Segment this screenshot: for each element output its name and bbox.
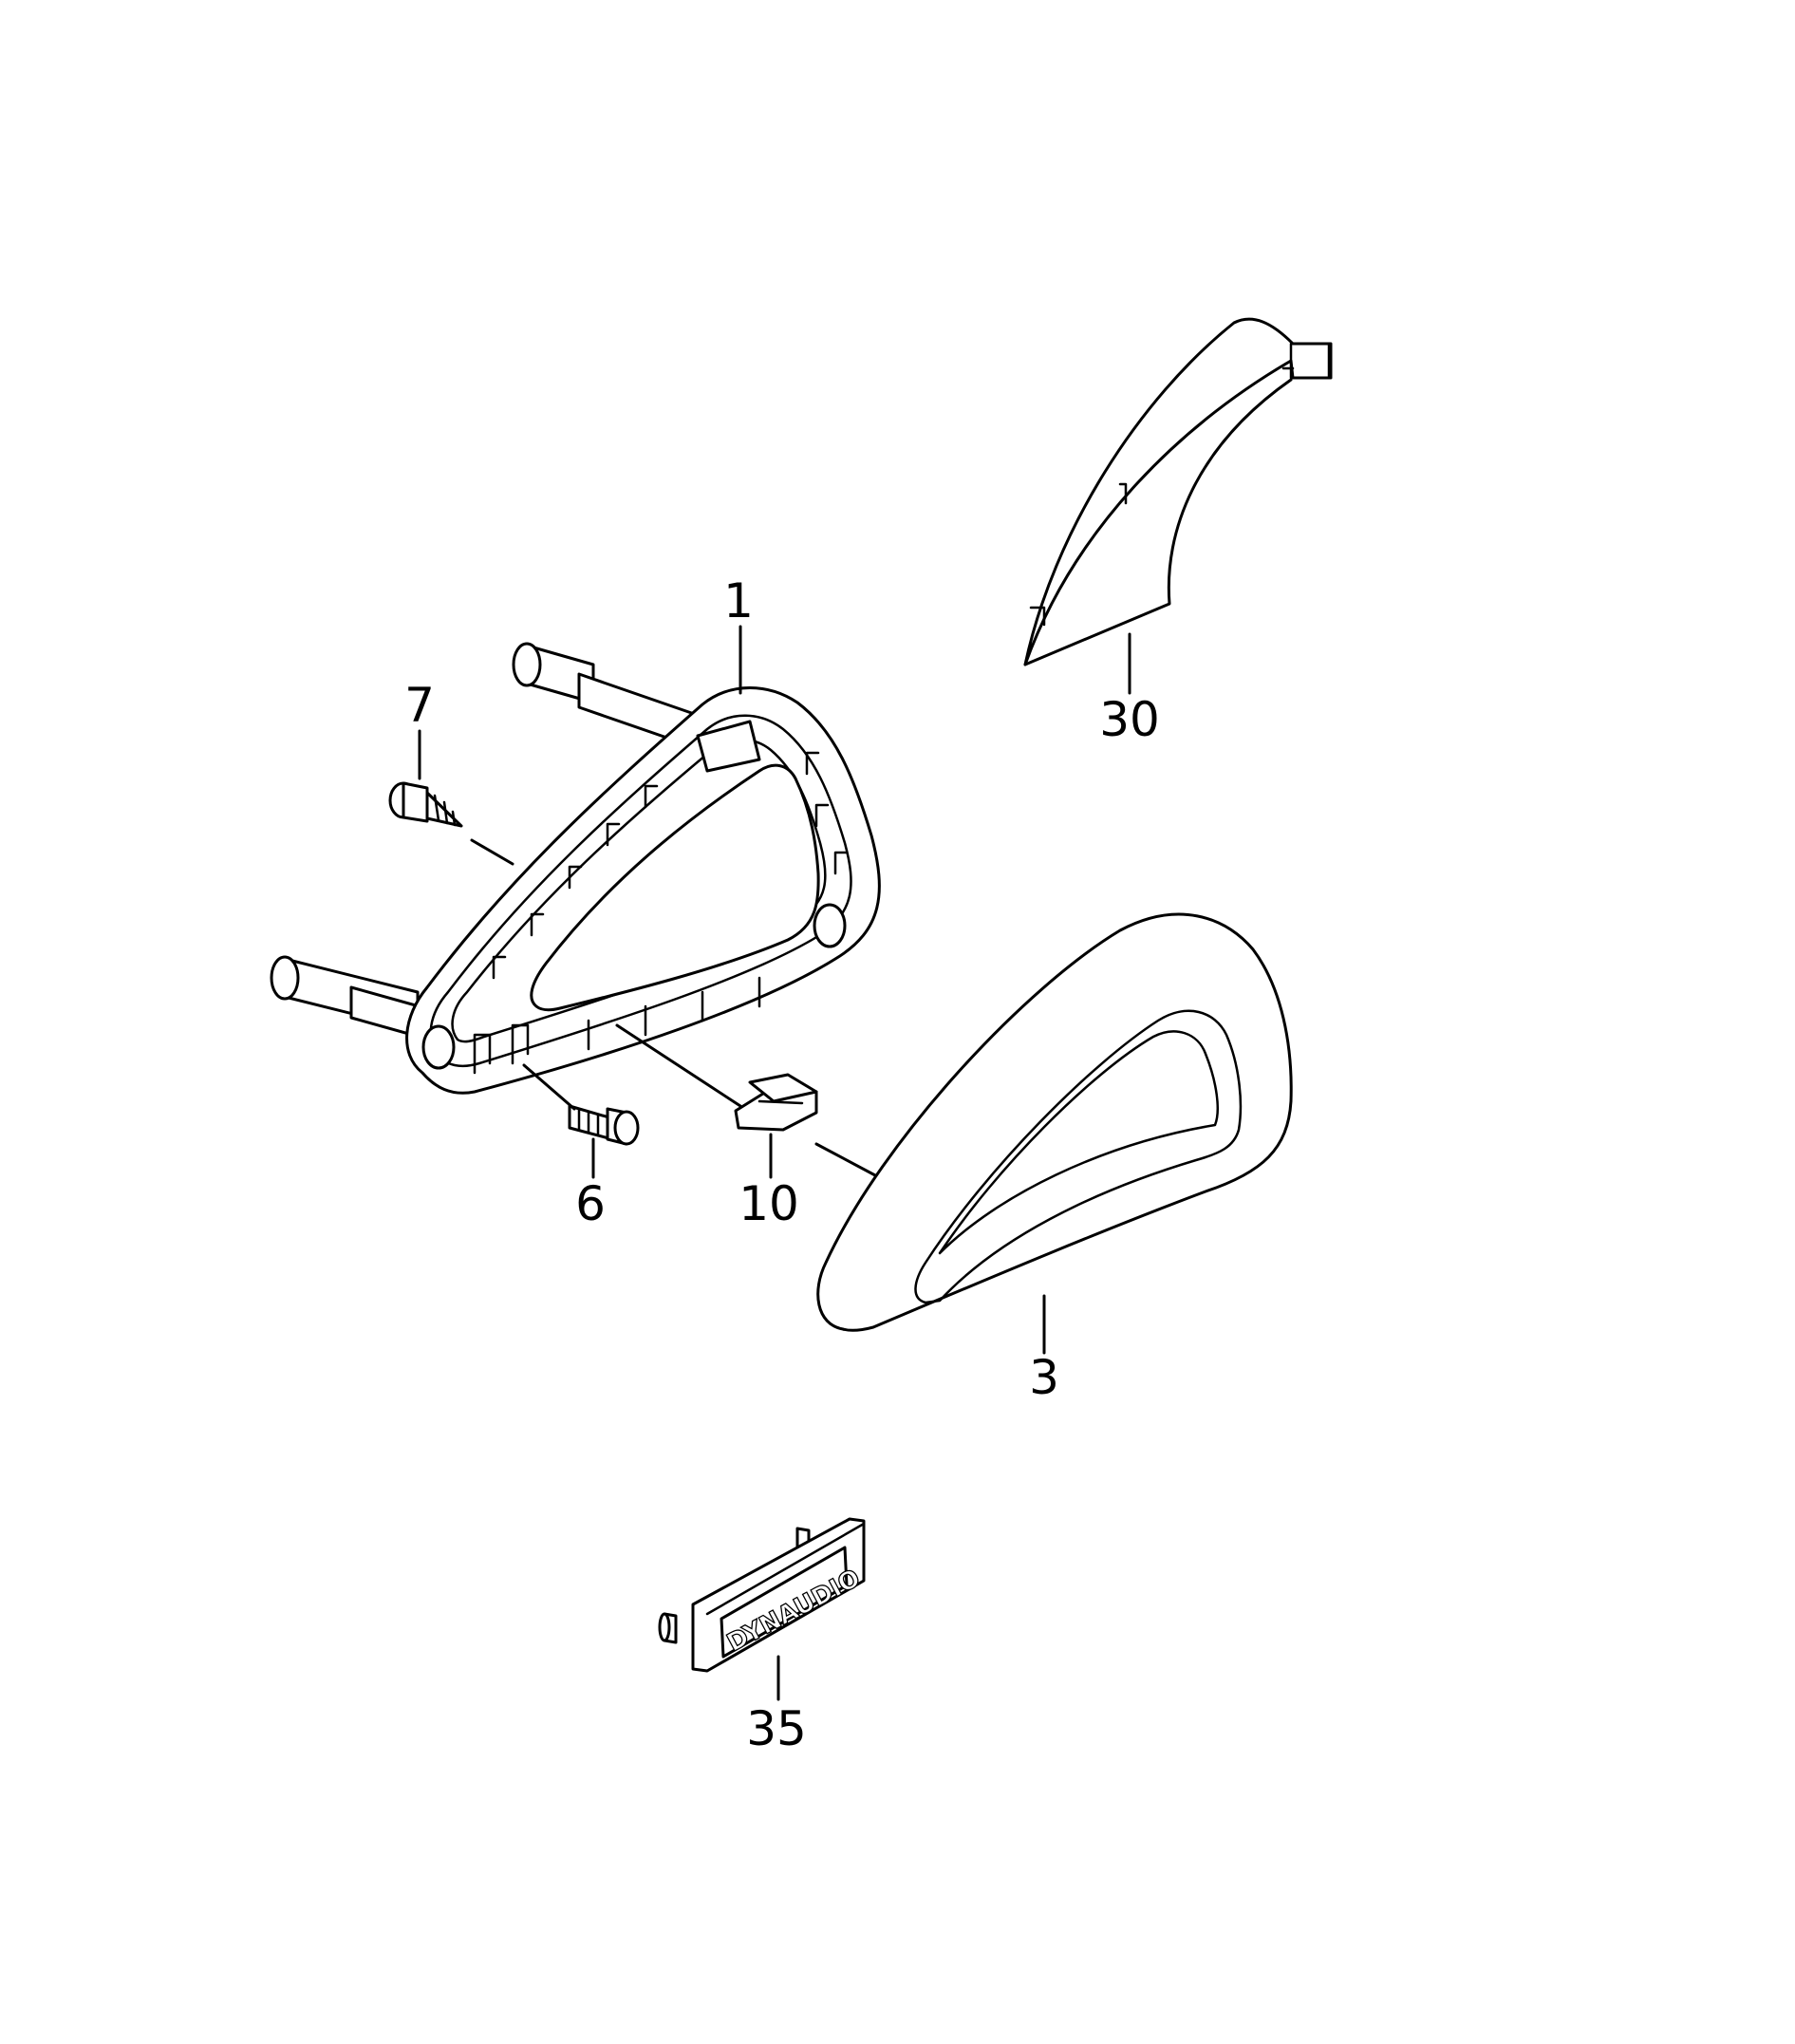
callout-labels: 1 3 6 7 10 30 35 bbox=[404, 573, 1160, 1756]
callout-3: 3 bbox=[1029, 1350, 1059, 1405]
callout-1: 1 bbox=[723, 573, 754, 628]
part-10-clip bbox=[734, 1073, 818, 1132]
leader-lines bbox=[418, 625, 1131, 1701]
part-1-speaker-frame bbox=[270, 642, 881, 1095]
part-30-trim-strip bbox=[1023, 317, 1333, 666]
callout-7: 7 bbox=[404, 678, 435, 733]
callout-30: 30 bbox=[1099, 692, 1160, 747]
part-6-screw bbox=[568, 1104, 640, 1146]
part-7-screw bbox=[388, 781, 463, 828]
callout-6: 6 bbox=[575, 1176, 606, 1231]
part-3-speaker-cover bbox=[816, 912, 1293, 1332]
callout-10: 10 bbox=[739, 1176, 799, 1231]
part-35-badge: DYNAUDIO bbox=[658, 1517, 866, 1673]
callout-35: 35 bbox=[746, 1701, 807, 1756]
